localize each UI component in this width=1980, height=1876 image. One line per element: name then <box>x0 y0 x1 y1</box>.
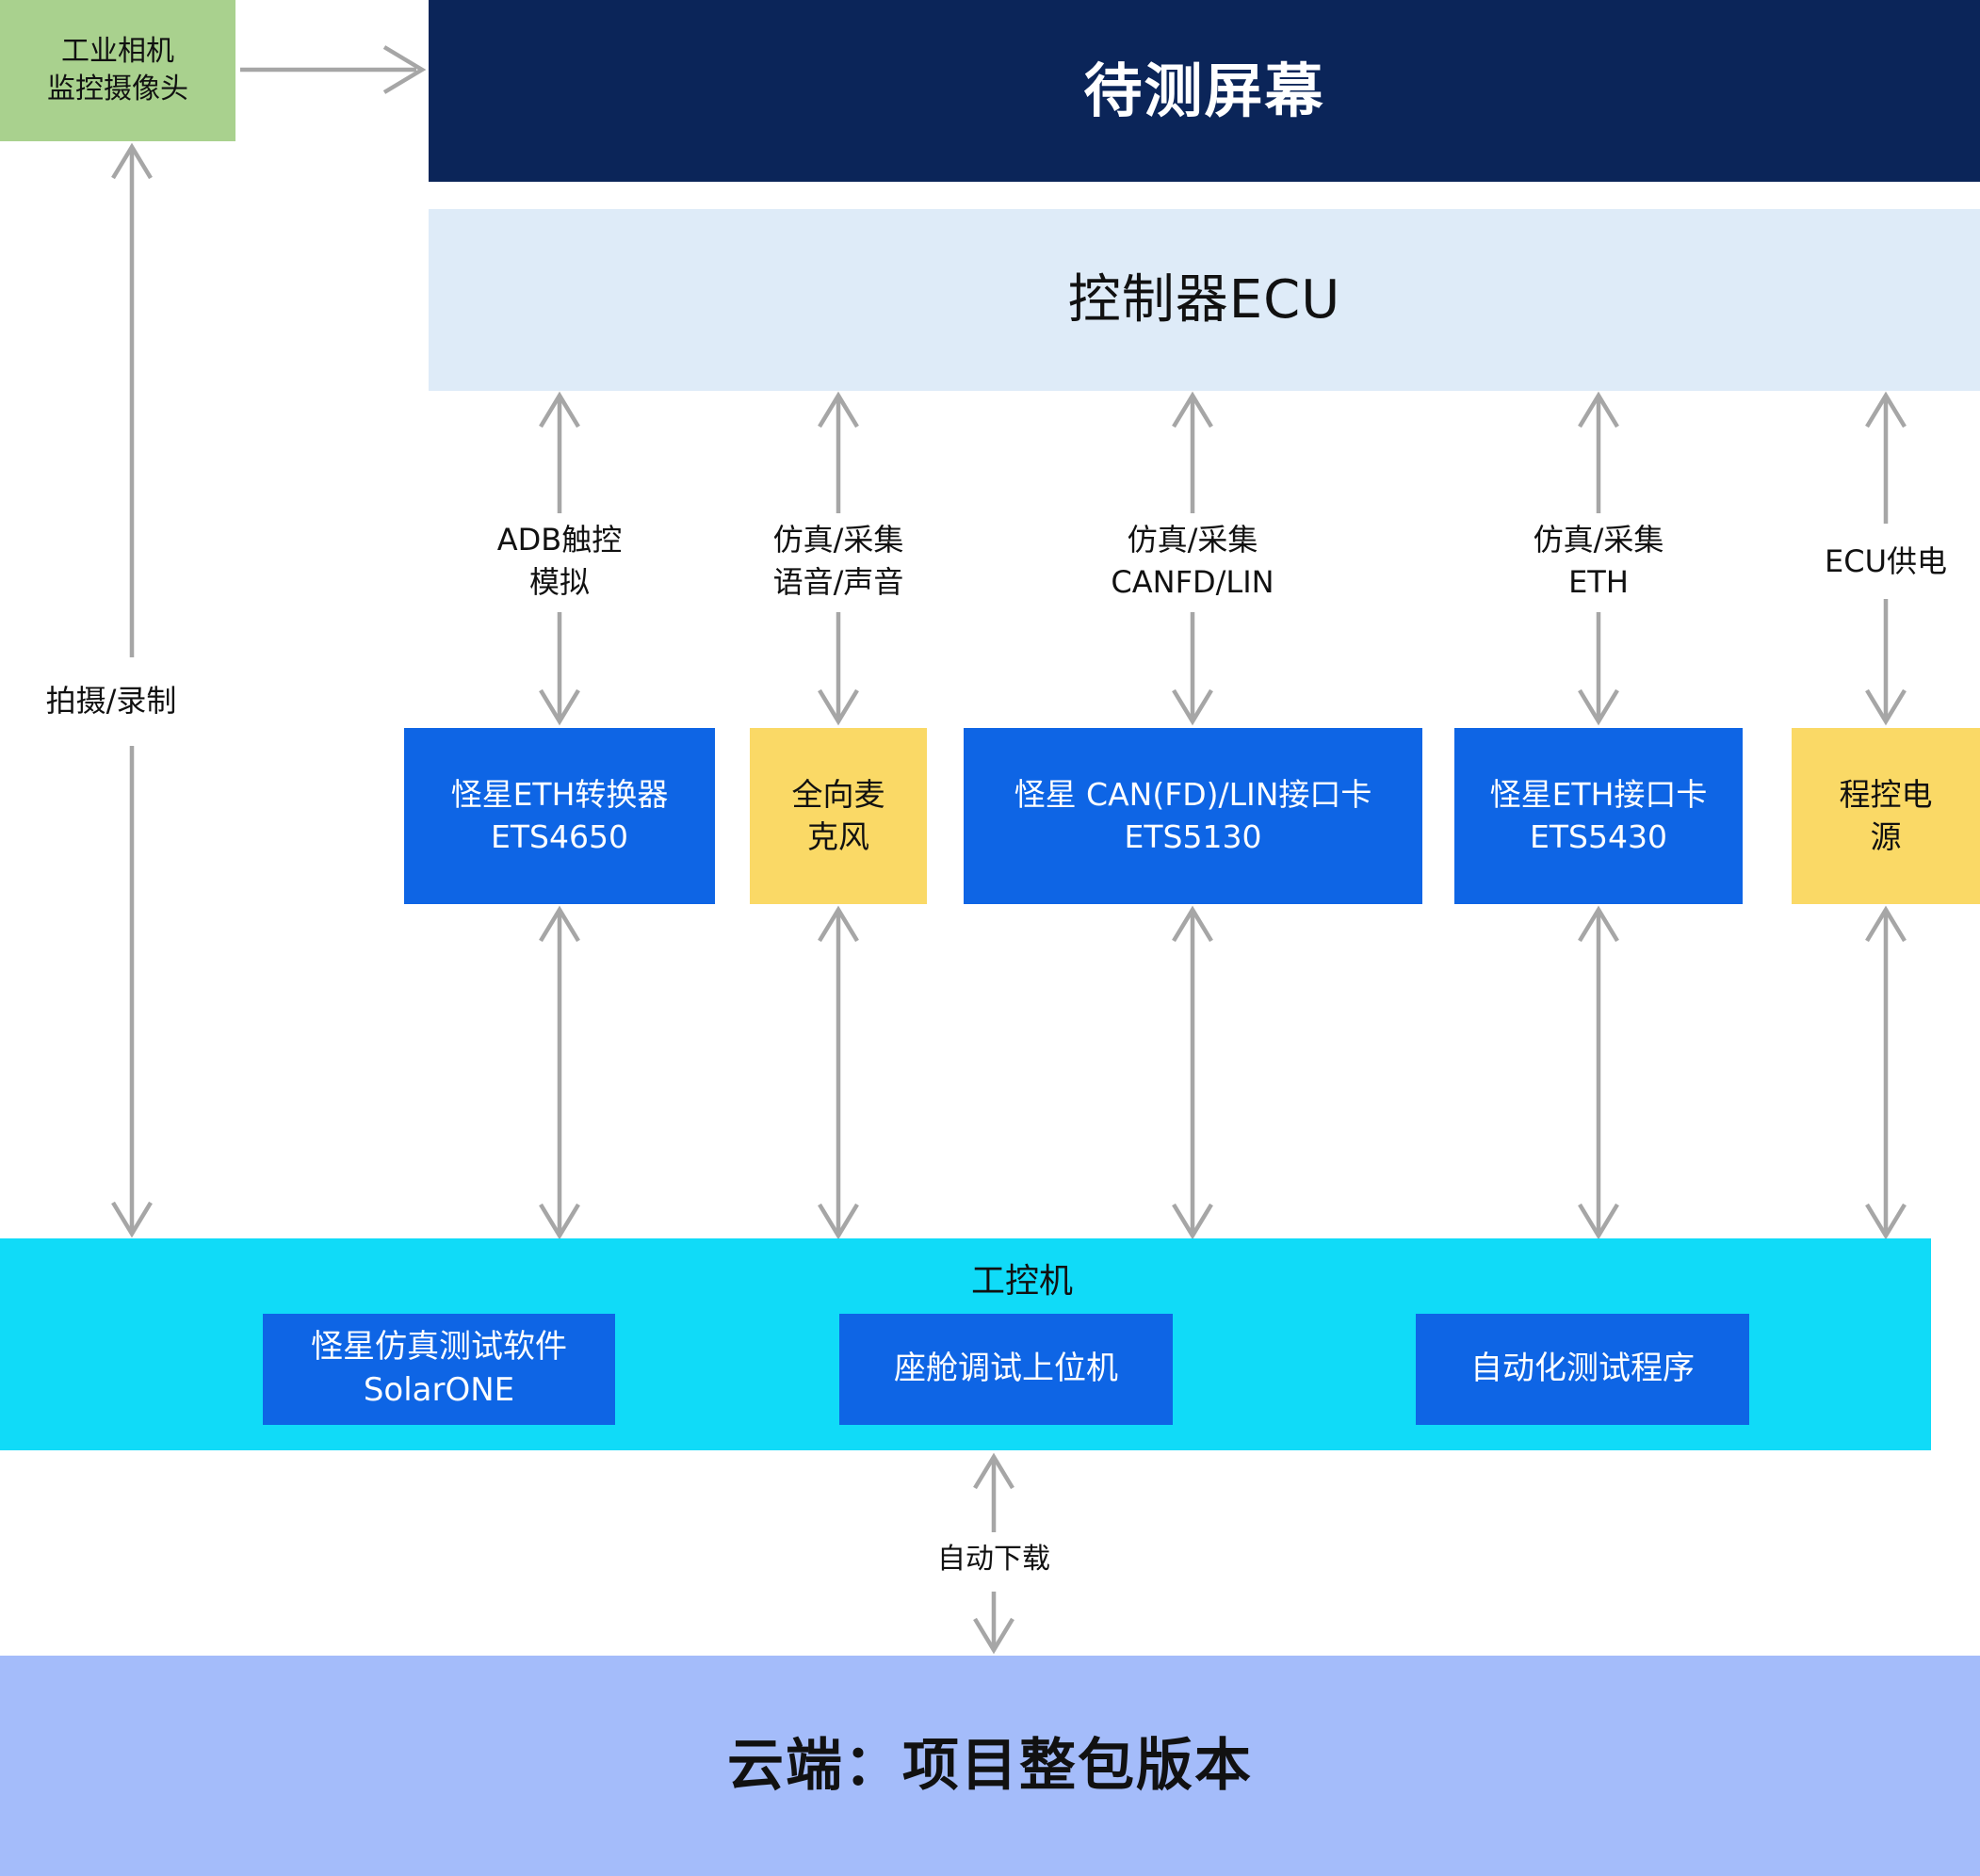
device-box-eth-converter-ets4650: 怪星ETH转换器 ETS4650 <box>404 728 715 904</box>
industrial-pc-title: 工控机 <box>970 1261 1073 1301</box>
camera-box: 工业相机 监控摄像头 <box>0 0 235 141</box>
arrow-device-ipc-5 <box>1865 905 1907 1240</box>
screen-under-test-bar: 待测屏幕 <box>429 0 1980 182</box>
arrow-device-ipc-2 <box>818 905 859 1240</box>
arrow-device-ipc-4 <box>1578 905 1619 1240</box>
module-box-solarone: 怪星仿真测试软件 SolarONE <box>263 1314 615 1425</box>
arrow-device-ipc-3 <box>1172 905 1213 1240</box>
controller-ecu-bar: 控制器ECU <box>429 209 1980 391</box>
module-label: 怪星仿真测试软件 SolarONE <box>311 1328 567 1409</box>
device-box-programmable-power: 程控电 源 <box>1792 728 1980 904</box>
module-label: 座舱调试上位机 <box>894 1350 1118 1388</box>
device-label: 怪星ETH接口卡 ETS5430 <box>1489 775 1708 855</box>
module-box-cockpit-debug-host: 座舱调试上位机 <box>839 1314 1173 1425</box>
module-box-automation-test-program: 自动化测试程序 <box>1416 1314 1749 1425</box>
channel-label-ecu-power: ECU供电 <box>1825 542 1947 579</box>
cloud-package-bar: 云端：项目整包版本 <box>0 1656 1980 1876</box>
channel-label-eth: 仿真/采集 ETH <box>1533 522 1664 600</box>
device-label: 怪星 CAN(FD)/LIN接口卡 ETS5130 <box>1014 775 1372 855</box>
channel-label-adb: ADB触控 模拟 <box>496 522 623 600</box>
auto-download-label: 自动下载 <box>937 1543 1050 1576</box>
device-box-omni-microphone: 全向麦 克风 <box>750 728 927 904</box>
arrow-device-ipc-1 <box>539 905 580 1240</box>
device-box-canfd-lin-card-ets5130: 怪星 CAN(FD)/LIN接口卡 ETS5130 <box>964 728 1422 904</box>
controller-ecu-label: 控制器ECU <box>1067 268 1341 331</box>
cloud-package-label: 云端：项目整包版本 <box>727 1732 1253 1799</box>
device-box-eth-card-ets5430: 怪星ETH接口卡 ETS5430 <box>1454 728 1743 904</box>
device-label: 程控电 源 <box>1839 775 1933 855</box>
device-label: 怪星ETH转换器 ETS4650 <box>450 775 669 855</box>
screen-under-test-label: 待测屏幕 <box>1083 56 1325 125</box>
record-flow-label: 拍摄/录制 <box>45 682 177 719</box>
arrow-camera-to-screen <box>240 45 427 94</box>
channel-label-canfd-lin: 仿真/采集 CANFD/LIN <box>1111 522 1274 600</box>
device-label: 全向麦 克风 <box>791 775 885 855</box>
module-label: 自动化测试程序 <box>1470 1350 1695 1388</box>
camera-box-label: 工业相机 监控摄像头 <box>47 34 188 106</box>
channel-label-audio: 仿真/采集 语音/声音 <box>772 522 904 600</box>
